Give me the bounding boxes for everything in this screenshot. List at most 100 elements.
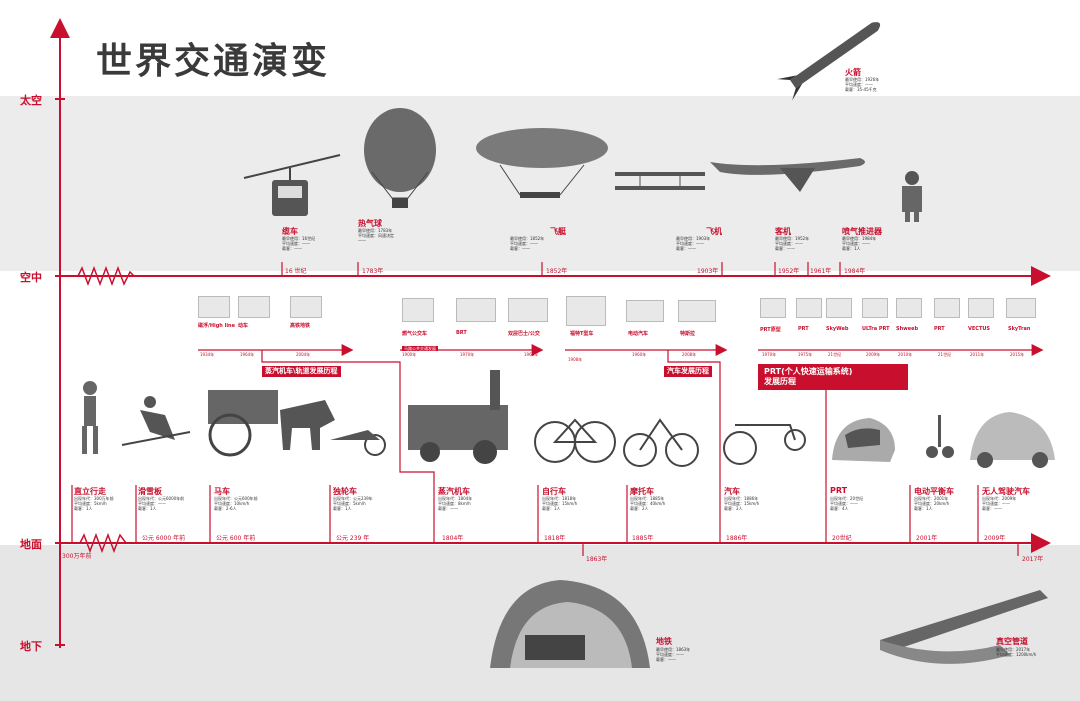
motorcycle-date: 1885年	[632, 535, 654, 542]
metro-tunnel-icon	[490, 580, 650, 668]
steam-train-icon	[408, 370, 508, 464]
prt-thumb-3	[826, 298, 852, 318]
rocket-name: 火箭	[845, 68, 861, 77]
vacuum-tube-icon	[880, 590, 1048, 664]
horse-cart-name: 马车	[214, 487, 230, 496]
prt-thumb-5	[896, 298, 922, 318]
autonomous-car-info: 出现年代：2009年 平均速度：—— 载客：——	[982, 496, 1017, 511]
car-name: 汽车	[724, 487, 740, 496]
rail-item-2: 动车	[238, 323, 249, 329]
airliner-date: 1952年	[778, 268, 800, 275]
bicycle-date: 1818年	[544, 535, 566, 542]
prt-pod-icon	[832, 418, 895, 462]
autonomous-car-icon	[970, 412, 1055, 468]
steam-date: 1804年	[442, 535, 464, 542]
prt-date-4: 2009年	[866, 352, 881, 357]
prt-item-2: PRT	[798, 326, 809, 332]
segway-date: 2001年	[916, 535, 938, 542]
horse-cart-icon	[208, 390, 335, 457]
motorcycle-info: 出现年代：1885年 平均速度：40km/h 载客：2人	[630, 496, 666, 511]
bus-date-2: 1970年	[460, 352, 475, 357]
mid-date-1961: 1961年	[810, 268, 832, 275]
bicycle-info: 出现年代：1818年 平均速度：15km/h 载客：1人	[542, 496, 578, 511]
prt-thumb-1	[760, 298, 786, 318]
vacuum-tube-info: 最早使用：2017年 平均速度：1200km/h	[996, 647, 1037, 657]
segway-info: 出现年代：2001年 平均速度：20km/h 载客：1人	[914, 496, 950, 511]
sled-date: 公元 6000 年前	[142, 535, 186, 542]
prt-date-6: 21世纪	[938, 352, 952, 357]
prt-thumb-6	[934, 298, 960, 318]
cable-car-date: 16 世纪	[285, 268, 307, 275]
bus-item-1: 燃气公交车	[402, 331, 428, 337]
horse-cart-date: 公元 600 年前	[216, 535, 256, 542]
ground-axis-zigzag	[79, 532, 127, 554]
segway-name: 电动平衡车	[914, 487, 954, 496]
prt-info: 出现年代：20世纪 平均速度：—— 载客：4人	[830, 496, 864, 511]
air-axis-zigzag	[77, 265, 135, 287]
bus-item-2: BRT	[456, 330, 467, 336]
car-date-3: 2008年	[682, 352, 697, 357]
bus-thumb-2	[456, 298, 496, 322]
early-car-icon	[723, 424, 806, 465]
prt-item-7: VECTUS	[968, 326, 991, 332]
steam-info: 出现年代：1804年 平均速度：8km/h 载客：——	[438, 496, 473, 511]
sled-info: 出现年代：公元6000年前 平均速度：—— 载客：1人	[138, 496, 185, 511]
car-date-2: 1960年	[632, 352, 647, 357]
sled-name: 滑雪板	[138, 487, 162, 496]
early-plane-icon	[615, 172, 705, 190]
airliner-icon	[710, 158, 865, 192]
prt-date-5: 2010年	[898, 352, 913, 357]
plane-date: 1903年	[697, 268, 719, 275]
jetpack-icon	[902, 171, 922, 222]
balloon-icon	[364, 108, 436, 208]
plane-name: 飞机	[706, 227, 722, 236]
wheelbarrow-name: 独轮车	[333, 487, 357, 496]
prt-item-4: ULTra PRT	[862, 326, 890, 332]
sky-band	[0, 96, 1080, 271]
rail-thumb-2	[238, 296, 270, 318]
car-date: 1886年	[726, 535, 748, 542]
car-item-2: 电动汽车	[628, 331, 649, 337]
axis-label-space: 太空	[20, 94, 42, 107]
balloon-info: 最早使用：1783年 平均速度：风速决定 ——	[358, 228, 394, 243]
car-thumb-2	[626, 300, 664, 322]
rail-strip-tag: 蒸汽机车\轨道发展历程	[262, 366, 341, 377]
airship-icon	[476, 128, 608, 198]
airship-info: 最早使用：1852年 平均速度：—— 载客：——	[510, 236, 545, 251]
prt-thumb-7	[968, 298, 994, 318]
balloon-date: 1783年	[362, 268, 384, 275]
car-item-1: 福特T型车	[570, 331, 594, 337]
prt-item-1: PRT原型	[760, 327, 781, 333]
cable-car-icon	[243, 154, 341, 216]
prt-name: PRT	[830, 486, 848, 495]
rail-date-1: 1934年	[200, 352, 215, 357]
bus-item-3: 双层巴士/公交	[508, 331, 540, 337]
rail-thumb-3	[290, 296, 322, 318]
airliner-info: 最早使用：1952年 平均速度：—— 载客：——	[775, 236, 810, 251]
autonomous-car-date: 2009年	[984, 535, 1006, 542]
bus-thumb-3	[508, 298, 548, 322]
prt-thumb-2	[796, 298, 822, 318]
motorcycle-name: 摩托车	[630, 487, 654, 496]
metro-info: 最早使用：1863年 平均速度：—— 载客：——	[656, 647, 691, 662]
balloon-name: 热气球	[358, 219, 382, 228]
prt-date: 20世纪	[832, 535, 852, 542]
prt-date-8: 2015年	[1010, 352, 1025, 357]
wheelbarrow-date: 公元 239 年	[336, 535, 370, 542]
prt-date-1: 1970年	[762, 352, 777, 357]
cable-car-info: 最早使用：16世纪 平均速度：—— 载客：——	[282, 236, 316, 251]
end-date: 2017年	[1022, 556, 1044, 563]
axis-label-underground: 地下	[20, 640, 42, 653]
bicycle-icon	[534, 418, 616, 463]
metro-date: 1863年	[586, 556, 608, 563]
rail-date-2: 1964年	[240, 352, 255, 357]
prt-strip-tag: PRT(个人快速运输系统) 发展历程	[758, 364, 908, 390]
prt-item-6: PRT	[934, 326, 945, 332]
motorcycle-icon	[623, 418, 699, 467]
autonomous-car-name: 无人驾驶汽车	[982, 487, 1030, 496]
page-title: 世界交通演变	[96, 41, 331, 82]
jetpack-date: 1984年	[844, 268, 866, 275]
prt-item-5: Shweeb	[896, 326, 919, 332]
rocket-icon	[777, 22, 881, 101]
